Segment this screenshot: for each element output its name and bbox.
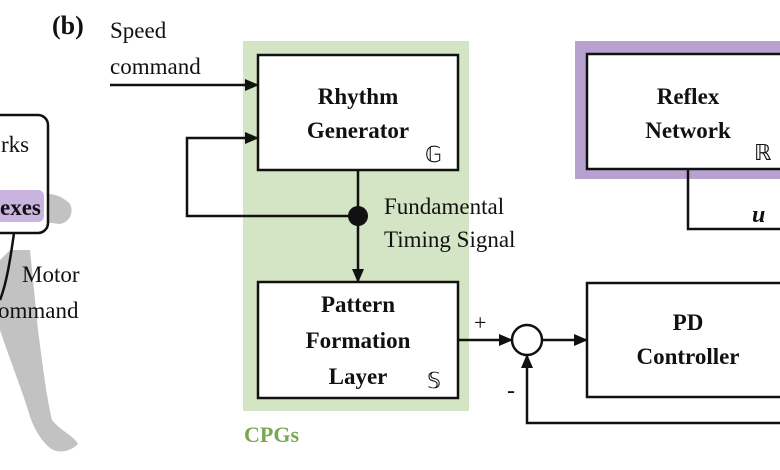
pattern-formation-block: Pattern Formation Layer 𝕊 xyxy=(256,280,460,400)
timing-signal-line1: Fundamental xyxy=(384,194,504,219)
pattern-formation-line3: Layer xyxy=(329,364,388,389)
rhythm-feedback-loop xyxy=(185,132,358,218)
pattern-formation-line1: Pattern xyxy=(321,292,395,317)
reflex-output-path xyxy=(686,169,780,231)
panel-label: (b) xyxy=(52,11,84,40)
timing-signal-junction xyxy=(348,206,368,226)
pd-controller-block: PD Controller xyxy=(585,281,780,399)
reflex-network-block: Reflex Network ℝ xyxy=(575,41,780,179)
timing-signal-line2: Timing Signal xyxy=(384,227,515,252)
cpg-label: CPGs xyxy=(244,422,299,447)
rhythm-generator-line1: Rhythm xyxy=(318,84,399,109)
pattern-formation-symbol: 𝕊 xyxy=(427,368,441,393)
sum-plus-sign: + xyxy=(474,310,486,335)
summing-junction xyxy=(510,323,544,357)
left-fragment: rks exes Motor ommand xyxy=(0,113,80,452)
rhythm-generator-line2: Generator xyxy=(307,118,409,143)
motor-text: Motor xyxy=(22,262,80,287)
motor-command-curve xyxy=(0,232,16,301)
reflex-network-line1: Reflex xyxy=(657,84,720,109)
reflex-network-box xyxy=(585,52,780,171)
pattern-formation-line2: Formation xyxy=(306,328,411,353)
reflexes-chip xyxy=(0,190,44,222)
reflex-output-label: u xyxy=(752,202,765,228)
rhythm-generator-block: Rhythm Generator 𝔾 xyxy=(256,53,460,172)
rhythm-generator-box xyxy=(256,53,460,172)
pd-controller-line2: Controller xyxy=(636,344,739,369)
reflex-network-symbol: ℝ xyxy=(754,140,772,165)
speed-label: Speed xyxy=(110,18,167,43)
reflexes-text: exes xyxy=(0,195,41,220)
pd-feedback-path xyxy=(521,354,780,425)
rhythm-generator-symbol: 𝔾 xyxy=(425,142,442,167)
sum-minus-sign: - xyxy=(507,378,515,404)
command-label: command xyxy=(110,54,201,79)
command-text: ommand xyxy=(0,298,79,323)
pd-controller-box xyxy=(585,281,780,399)
pd-controller-line1: PD xyxy=(673,310,704,335)
reflex-network-line2: Network xyxy=(645,118,731,143)
networks-text: rks xyxy=(1,132,29,157)
leg-silhouette xyxy=(0,250,78,452)
